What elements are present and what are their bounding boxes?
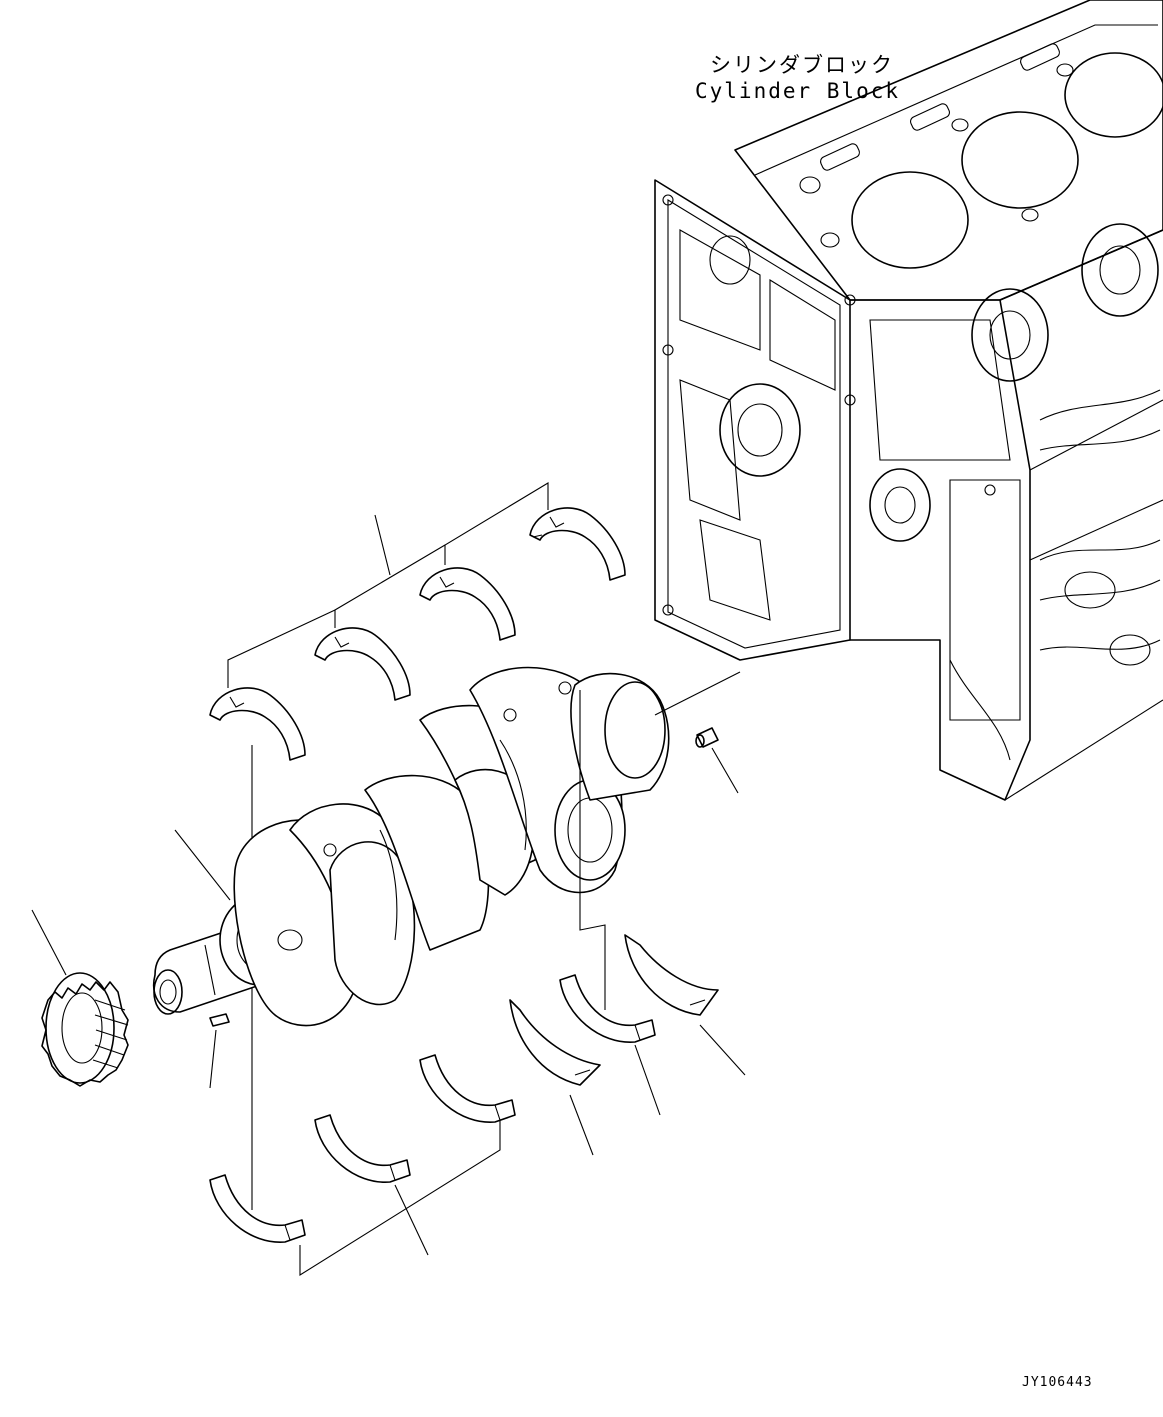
cylinder-block-label-jp: シリンダブロック — [710, 53, 894, 77]
thrust-washers — [509, 934, 746, 1156]
lower-bearing-shell — [209, 1174, 306, 1243]
woodruff-key — [209, 1013, 230, 1089]
thrust-washer — [624, 934, 746, 1076]
upper-bearing-shells — [209, 482, 626, 1210]
upper-bearing-shell — [529, 507, 626, 581]
dowel-pin — [695, 727, 739, 794]
upper-bearing-shell — [419, 567, 516, 641]
cylinder-block-label-en: Cylinder Block — [695, 79, 900, 103]
crankshaft — [153, 666, 670, 1027]
lower-bearing-shell — [419, 1054, 516, 1123]
thrust-washer — [509, 999, 601, 1156]
lower-bearing-shell — [314, 1114, 411, 1183]
cylinder-block — [654, 0, 1163, 801]
lower-bearing-shell — [559, 974, 656, 1043]
upper-bearing-shell — [209, 687, 306, 761]
drawing-id: JY106443 — [1022, 1375, 1093, 1390]
crankshaft-leader — [174, 829, 231, 901]
block-leader — [654, 671, 741, 716]
lower-bearing-shells — [209, 690, 661, 1276]
upper-bearing-shell — [314, 627, 411, 701]
crank-gear — [31, 909, 129, 1087]
